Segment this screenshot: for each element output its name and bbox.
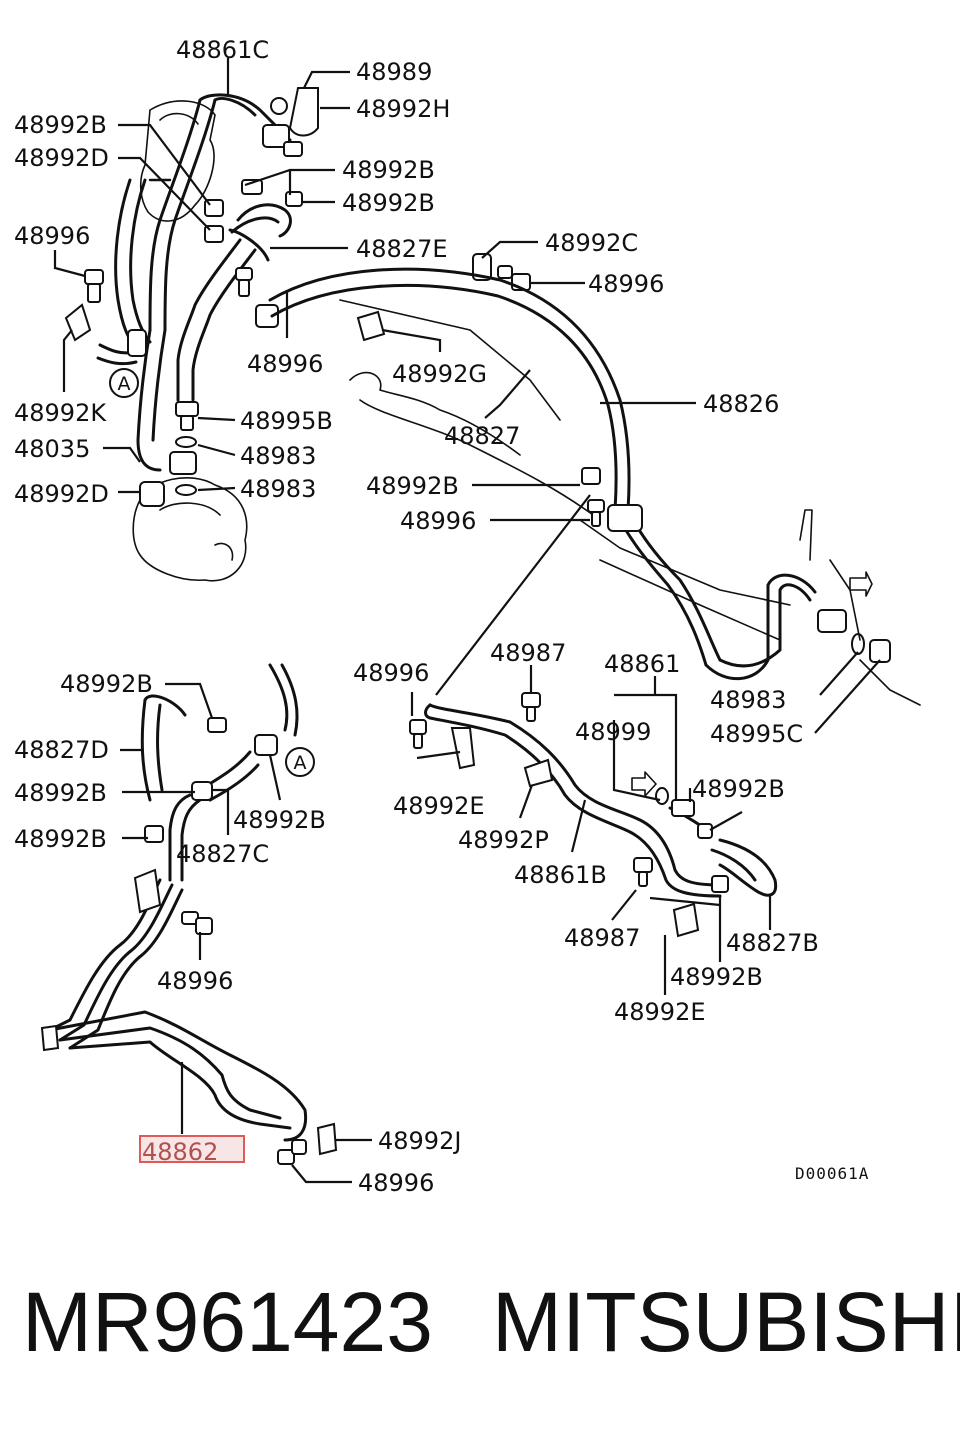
brand-name: MITSUBISHI: [492, 1275, 960, 1369]
view-marker-a-upper: A: [109, 368, 139, 398]
label-48992B: 48992B: [14, 779, 107, 807]
label-48983: 48983: [240, 475, 316, 503]
pressure-line-48826: [268, 267, 921, 706]
label-48989: 48989: [356, 58, 432, 86]
label-48999: 48999: [575, 718, 651, 746]
label-48996: 48996: [353, 659, 429, 687]
label-48992B: 48992B: [342, 156, 435, 184]
label-48992K: 48992K: [14, 399, 107, 427]
label-48827C: 48827C: [176, 840, 269, 868]
label-48992G: 48992G: [392, 360, 487, 388]
label-48992B: 48992B: [670, 963, 763, 991]
label-48987: 48987: [490, 639, 566, 667]
leader-lines: [53, 58, 881, 1184]
label-48861: 48861: [604, 650, 680, 678]
label-48983: 48983: [240, 442, 316, 470]
label-48992J: 48992J: [378, 1127, 461, 1155]
view-marker-a-lower: A: [285, 747, 315, 777]
svg-text:A: A: [118, 373, 131, 395]
label-48996: 48996: [588, 270, 664, 298]
label-48827E: 48827E: [356, 235, 448, 263]
label-48827B: 48827B: [726, 929, 819, 957]
pressure-tube-48861: [409, 692, 778, 938]
label-48826: 48826: [703, 390, 779, 418]
part-number: MR961423: [22, 1275, 433, 1369]
label-48987: 48987: [564, 924, 640, 952]
callout-labels: 48861C 48989 48992H 48992B 48992D 48992B…: [14, 36, 819, 1197]
label-48992C: 48992C: [545, 229, 638, 257]
label-48996: 48996: [358, 1169, 434, 1197]
label-48992B: 48992B: [60, 670, 153, 698]
footer-caption: MR961423 MITSUBISHI: [0, 1280, 960, 1410]
label-48862: 48862: [142, 1138, 218, 1166]
label-48992B: 48992B: [692, 775, 785, 803]
label-48996: 48996: [247, 350, 323, 378]
label-48996: 48996: [157, 967, 233, 995]
label-48992D: 48992D: [14, 480, 109, 508]
label-48995C: 48995C: [710, 720, 803, 748]
label-48992B: 48992B: [14, 825, 107, 853]
label-48827: 48827: [444, 422, 520, 450]
label-48992E: 48992E: [393, 792, 485, 820]
label-48992B: 48992B: [14, 111, 107, 139]
label-48827D: 48827D: [14, 736, 109, 764]
upper-hoses: [96, 93, 292, 472]
figure-code: D00061A: [795, 1164, 869, 1183]
upper-fittings: [64, 87, 531, 507]
svg-text:A: A: [294, 752, 307, 774]
label-48995B: 48995B: [240, 407, 333, 435]
label-48983: 48983: [710, 686, 786, 714]
pump-reservoir-outline: [132, 100, 248, 582]
label-48861B: 48861B: [514, 861, 607, 889]
label-48992D: 48992D: [14, 144, 109, 172]
highlighted-part-48862: 48862: [139, 1135, 245, 1166]
label-48861C: 48861C: [176, 36, 269, 64]
label-48992B: 48992B: [342, 189, 435, 217]
return-tube-48862: [40, 663, 338, 1165]
label-48996: 48996: [14, 222, 90, 250]
label-48992H: 48992H: [356, 95, 450, 123]
parts-diagram: A: [14, 36, 921, 1197]
label-48992P: 48992P: [458, 826, 549, 854]
label-48035: 48035: [14, 435, 90, 463]
label-48992E: 48992E: [614, 998, 706, 1026]
label-48992B: 48992B: [233, 806, 326, 834]
label-48992B: 48992B: [366, 472, 459, 500]
label-48996: 48996: [400, 507, 476, 535]
